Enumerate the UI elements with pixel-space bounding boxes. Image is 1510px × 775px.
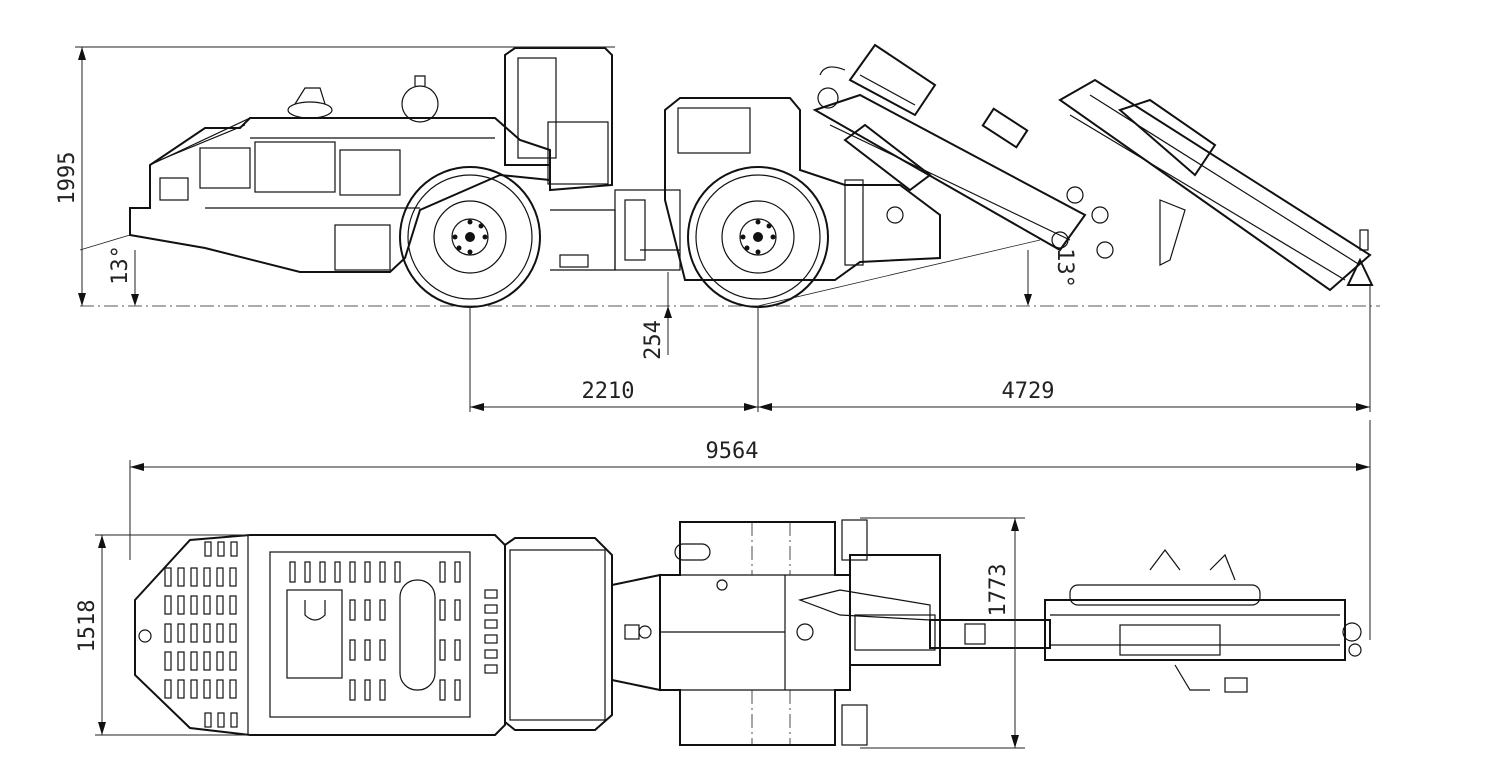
rear-frame-top bbox=[134, 534, 506, 736]
drill-feed-top bbox=[1044, 549, 1362, 693]
side-view bbox=[79, 43, 1380, 308]
width-dimension: 1518 bbox=[75, 600, 100, 653]
rear-angle: 13° bbox=[108, 245, 133, 285]
rear-to-axle-dimension: 2210 bbox=[582, 379, 635, 404]
top-view bbox=[134, 519, 1362, 746]
top-dimensions: 1518 1773 bbox=[75, 517, 1025, 749]
boom-top bbox=[796, 554, 1051, 666]
height-dimension: 1995 bbox=[55, 152, 80, 205]
cab bbox=[504, 47, 613, 192]
cab-top bbox=[504, 537, 613, 731]
overall-length-dimension: 9564 bbox=[706, 439, 759, 464]
drill-feed-side bbox=[1058, 78, 1374, 292]
front-angle: 13° bbox=[1052, 248, 1077, 288]
front-wheel bbox=[687, 166, 829, 308]
front-frame-top bbox=[659, 521, 851, 746]
boom-width-dimension: 1773 bbox=[986, 564, 1011, 617]
front-body bbox=[664, 97, 941, 281]
boom-side bbox=[812, 43, 1087, 252]
ground-clearance-dimension: 254 bbox=[641, 320, 666, 360]
axle-to-front-dimension: 4729 bbox=[1002, 379, 1055, 404]
side-dimensions: 1995 13° 13° 254 2210 4729 9564 bbox=[55, 46, 1371, 640]
